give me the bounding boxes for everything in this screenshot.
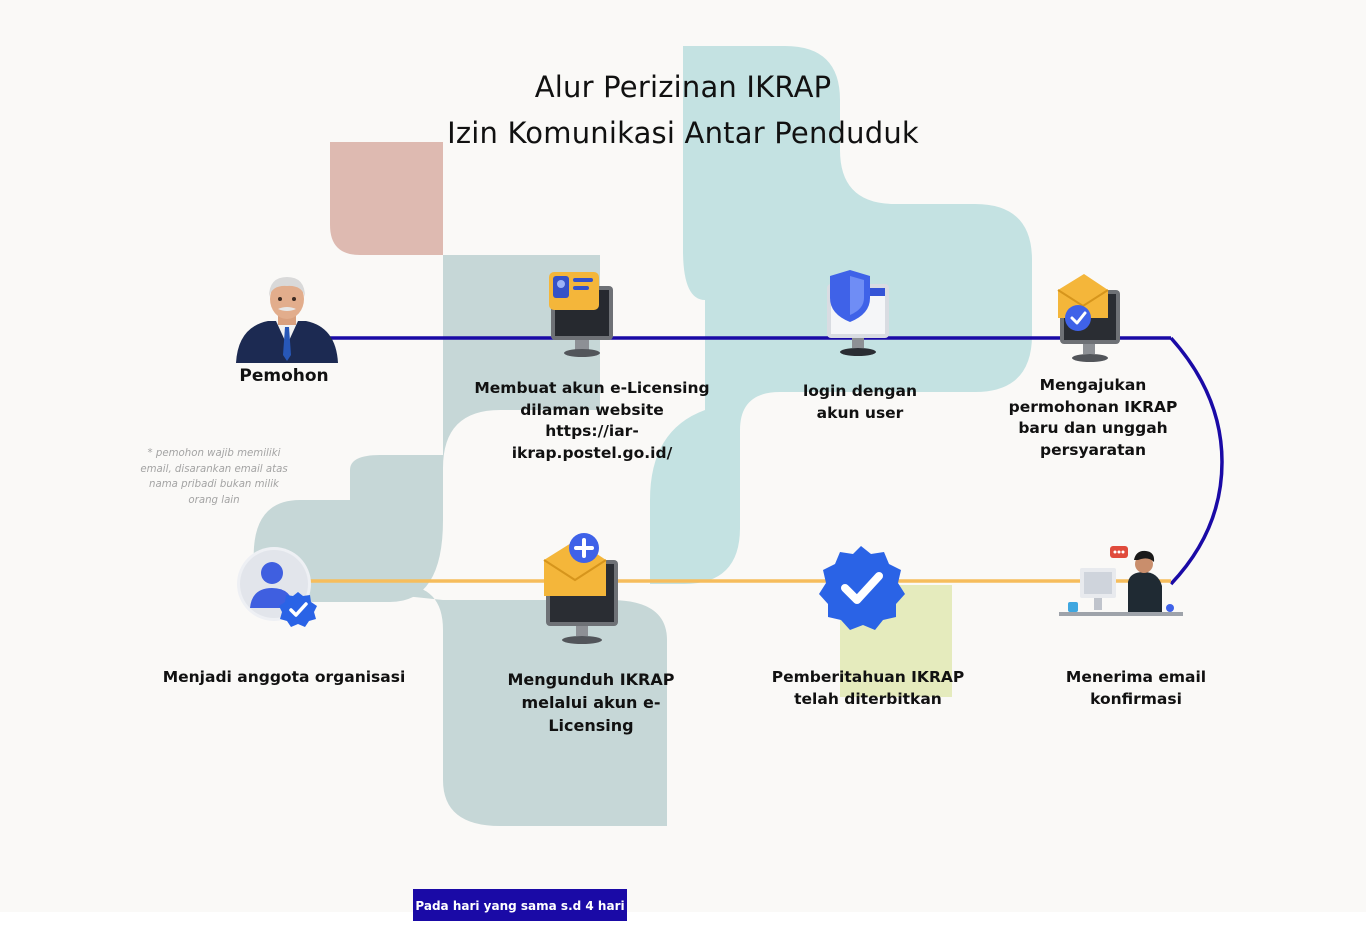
step-label-mengunduh: Mengunduh IKRAP melalui akun e-Licensing xyxy=(507,670,675,735)
step-label-buat-akun: Membuat akun e-Licensing dilaman website… xyxy=(474,379,710,462)
rose-block xyxy=(330,142,443,255)
title-line-1: Alur Perizinan IKRAP xyxy=(534,70,832,104)
gray-teal-serpentine-shape xyxy=(253,255,600,602)
title-line-2: Izin Komunikasi Antar Penduduk xyxy=(447,116,919,150)
computer-mail-check-icon xyxy=(1057,274,1120,362)
person-at-desk-icon xyxy=(1059,546,1183,616)
step-label-mengajukan: Mengajukan permohonan IKRAP baru dan ung… xyxy=(1008,376,1178,459)
applicant-email-note: * pemohon wajib memiliki email, disarank… xyxy=(140,448,288,506)
computer-id-card-icon xyxy=(549,272,613,357)
verified-badge-icon xyxy=(819,546,905,630)
applicant-person-icon xyxy=(236,277,338,363)
connector-curve xyxy=(1169,336,1224,586)
computer-shield-icon xyxy=(827,270,889,356)
step-label-pemohon: Pemohon xyxy=(239,366,329,386)
computer-mail-plus-icon xyxy=(543,533,618,644)
step-label-pemberitahuan: Pemberitahuan IKRAP telah diterbitkan xyxy=(771,668,965,708)
diagram-canvas: Alur Perizinan IKRAP Izin Komunikasi Ant… xyxy=(140,46,1224,826)
duration-badge: Pada hari yang sama s.d 4 hari xyxy=(413,889,627,921)
user-verified-icon xyxy=(237,547,317,627)
gray-teal-lower-shape xyxy=(300,585,667,826)
step-label-login: login dengan akun user xyxy=(802,382,918,422)
step-label-anggota: Menjadi anggota organisasi xyxy=(162,668,406,686)
step-label-menerima-email: Menerima email konfirmasi xyxy=(1065,668,1207,708)
